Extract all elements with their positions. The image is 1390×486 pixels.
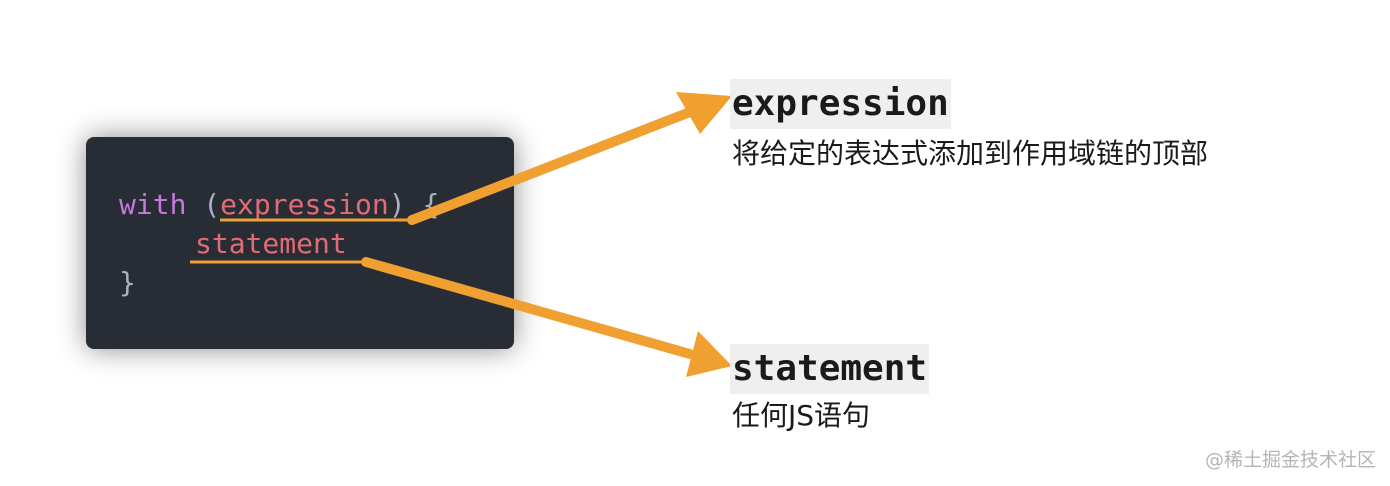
open-paren: ( (203, 188, 221, 221)
watermark: @稀土掘金技术社区 (1204, 449, 1376, 471)
expression-token: expression (220, 188, 389, 221)
statement-token: statement (195, 227, 347, 260)
statement-arrowhead-icon (686, 331, 732, 377)
expression-arrow-shaft (407, 107, 695, 225)
expression-arrowhead-icon (676, 92, 732, 134)
expression-term: expression (730, 79, 951, 129)
with-keyword: with (119, 188, 187, 221)
code-line-statement: statement (195, 224, 347, 264)
statement-description: 任何JS语句 (732, 399, 871, 432)
code-block (86, 137, 514, 349)
statement-arrow-shaft (361, 257, 695, 359)
expression-description: 将给定的表达式添加到作用域链的顶部 (732, 137, 1209, 170)
code-line-close: } (119, 263, 136, 303)
statement-term: statement (730, 344, 930, 394)
close-brace: } (119, 266, 136, 299)
